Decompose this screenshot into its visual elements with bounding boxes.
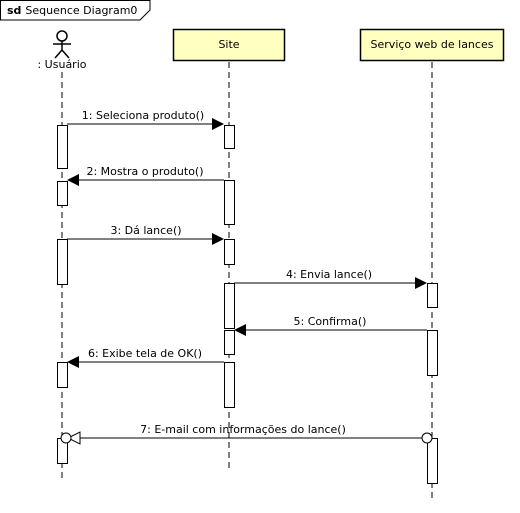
messages: 1: Seleciona produto() 2: Mostra o produ… — [60, 109, 433, 445]
object-box — [172, 28, 286, 62]
activation-bar — [224, 283, 235, 329]
activation-bar — [57, 239, 68, 285]
activation-bar — [57, 362, 68, 388]
message-1[interactable]: 1: Seleciona produto() — [67, 109, 224, 130]
arrowhead-icon — [415, 277, 427, 289]
activation-bars — [57, 125, 438, 484]
message-label: 3: Dá lance() — [110, 224, 181, 237]
lost-endpoint-icon — [421, 432, 433, 444]
lifeline-label: Site — [218, 38, 239, 51]
activation-bar — [427, 330, 438, 376]
message-6[interactable]: 6: Exibe tela de OK() — [67, 347, 224, 368]
message-5[interactable]: 5: Confirma() — [234, 315, 427, 336]
message-label: 6: Exibe tela de OK() — [88, 347, 202, 360]
frame-title: sd Sequence Diagram0 — [7, 4, 137, 17]
message-label: 2: Mostra o produto() — [86, 165, 203, 178]
object-box — [359, 28, 505, 62]
activation-bar — [224, 330, 235, 355]
found-endpoint-icon — [60, 432, 72, 444]
arrowhead-icon — [212, 118, 224, 130]
message-2[interactable]: 2: Mostra o produto() — [67, 165, 224, 186]
frame-name: Sequence Diagram0 — [25, 4, 137, 17]
activation-bar — [427, 438, 438, 484]
lifeline-site[interactable]: Site — [172, 28, 286, 471]
arrowhead-icon — [67, 174, 79, 186]
activation-bar — [224, 125, 235, 149]
activation-bar — [224, 239, 235, 265]
message-label: 5: Confirma() — [294, 315, 367, 328]
message-label: 7: E-mail com informações do lance() — [140, 423, 346, 436]
activation-bar — [224, 180, 235, 225]
message-4[interactable]: 4: Envia lance() — [234, 268, 427, 289]
frame-keyword: sd — [7, 4, 21, 17]
actor-stick-figure-icon — [53, 30, 71, 59]
frame-tab: sd Sequence Diagram0 — [0, 0, 151, 21]
arrowhead-icon — [234, 324, 246, 336]
arrowhead-icon — [67, 356, 79, 368]
open-arrowhead-icon — [66, 431, 81, 445]
message-label: 4: Envia lance() — [286, 268, 372, 281]
activation-bar — [57, 125, 68, 169]
activation-bar — [427, 283, 438, 308]
activation-bar — [224, 362, 235, 408]
activation-bar — [57, 181, 68, 206]
lifeline-label: : Usuário — [37, 58, 86, 71]
message-7[interactable]: 7: E-mail com informações do lance() — [60, 423, 433, 445]
arrowhead-icon — [212, 233, 224, 245]
lifeline-servico[interactable]: Serviço web de lances — [359, 28, 505, 499]
message-label: 1: Seleciona produto() — [82, 109, 204, 122]
message-3[interactable]: 3: Dá lance() — [67, 224, 224, 245]
lifeline-label: Serviço web de lances — [371, 38, 494, 51]
